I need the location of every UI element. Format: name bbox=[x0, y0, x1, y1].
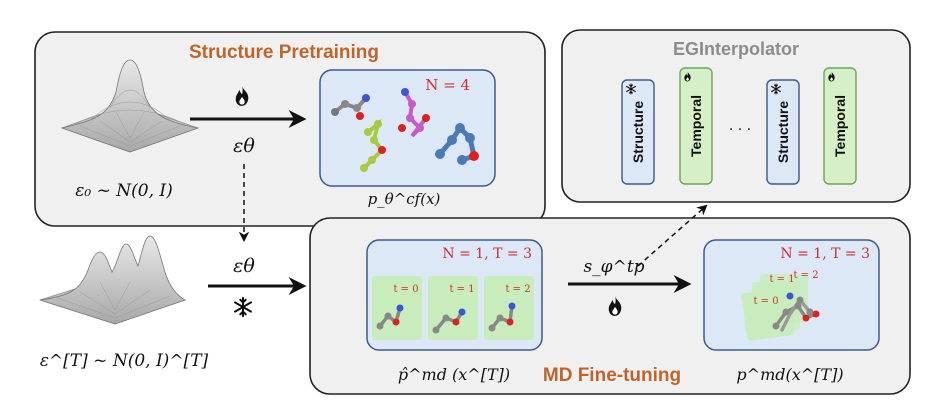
md-output-count: N = 1, T = 3 bbox=[780, 246, 870, 262]
md-noise-label: ε^[T] ~ N(0, I)^[T] bbox=[40, 351, 209, 371]
interpolator-label: s_φ^tp bbox=[583, 257, 644, 277]
gaussian-surface-single bbox=[60, 59, 200, 153]
structure-pretraining-title: Structure Pretraining bbox=[189, 42, 379, 63]
structure-block: Structure bbox=[621, 79, 655, 185]
frame-label: t = 0 bbox=[393, 284, 418, 295]
molecule-pink bbox=[398, 88, 430, 138]
md-input-label: p̂^md (x^[T]) bbox=[398, 365, 510, 384]
temporal-block: Temporal bbox=[823, 67, 857, 185]
pretraining-model-label: εθ bbox=[233, 135, 255, 157]
gaussian-surface-multi bbox=[38, 235, 187, 325]
frame-t2: t = 2 bbox=[484, 276, 534, 340]
md-input-count: N = 1, T = 3 bbox=[442, 246, 532, 262]
md-input-box: N = 1, T = 3 t = 0 t = 1 bbox=[366, 239, 543, 351]
pretraining-output-label: p_θ^cf(x) bbox=[368, 190, 441, 208]
md-finetuning-title: MD Fine-tuning bbox=[543, 365, 681, 386]
pretraining-output-box: N = 4 bbox=[319, 69, 496, 187]
molecule-blue bbox=[435, 123, 479, 165]
pretraining-count: N = 4 bbox=[425, 76, 470, 94]
frame-t1: t = 1 bbox=[428, 276, 478, 340]
block-label: Structure bbox=[775, 101, 791, 163]
frame-label: t = 1 bbox=[769, 274, 794, 285]
frame-label: t = 2 bbox=[793, 270, 818, 281]
frame-label: t = 1 bbox=[449, 284, 474, 295]
md-output-box: N = 1, T = 3 t = 0 t = 1 t = 2 bbox=[703, 239, 880, 351]
snowflake-icon bbox=[234, 296, 252, 318]
frame-label: t = 2 bbox=[505, 284, 530, 295]
molecule-gray bbox=[331, 94, 370, 120]
eginterpolator-panel: EGInterpolator Structure Temporal · · · … bbox=[561, 29, 911, 203]
md-model-label: εθ bbox=[233, 255, 255, 277]
blocks-ellipsis: · · · bbox=[729, 122, 751, 138]
overlaid-frames: t = 0 t = 1 t = 2 bbox=[741, 270, 820, 341]
block-label: Temporal bbox=[688, 95, 704, 157]
temporal-block: Temporal bbox=[679, 67, 713, 185]
structure-pretraining-panel: Structure Pretraining ε₀ ~ N(0, I) εθ N … bbox=[34, 31, 546, 227]
frame-t0: t = 0 bbox=[372, 276, 422, 340]
md-finetuning-panel: MD Fine-tuning N = 1, T = 3 t = 0 t = 1 bbox=[309, 217, 911, 395]
block-label: Temporal bbox=[832, 95, 848, 157]
molecule-green bbox=[360, 118, 386, 172]
interpolator-link-arrow bbox=[637, 204, 708, 267]
structure-block: Structure bbox=[766, 79, 800, 185]
eginterpolator-title: EGInterpolator bbox=[673, 39, 799, 59]
frame-label: t = 0 bbox=[753, 296, 778, 307]
pretraining-noise-label: ε₀ ~ N(0, I) bbox=[75, 181, 172, 201]
block-label: Structure bbox=[630, 101, 646, 163]
md-output-label: p^md(x^[T]) bbox=[736, 365, 843, 384]
